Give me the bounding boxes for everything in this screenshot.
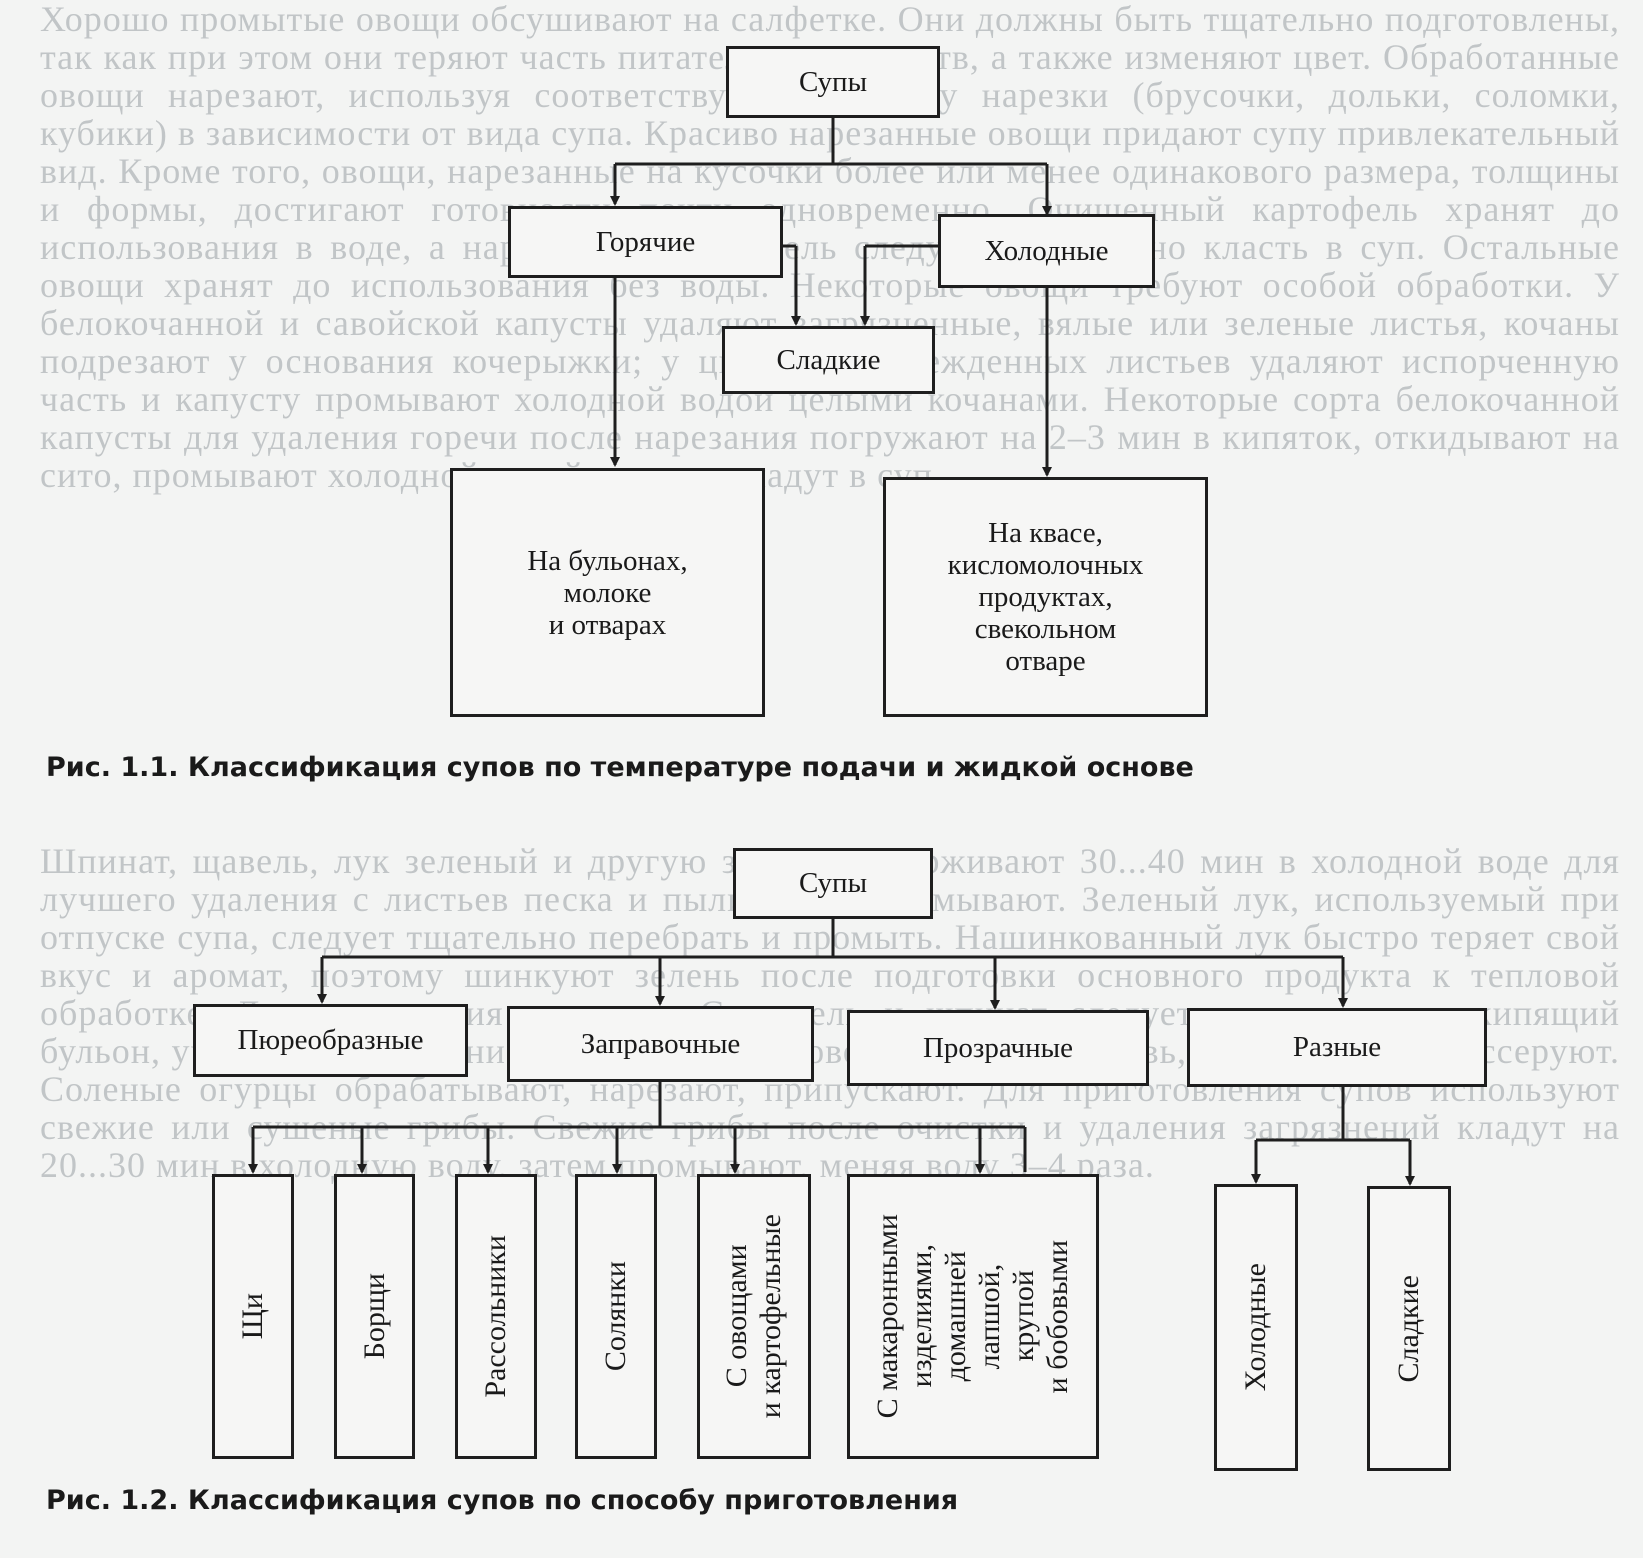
leaf-vegetable-potato-label: С овощами и картофельные bbox=[720, 1214, 787, 1419]
root-soups-box-1: Супы bbox=[726, 46, 940, 118]
leaf-pasta-noodles-grain-legumes-box: С макаронными изделиями, домашней лапшой… bbox=[847, 1174, 1099, 1459]
category-clear-label: Прозрачные bbox=[922, 1031, 1074, 1064]
figure-2-caption-number: Рис. 1.2. bbox=[46, 1485, 179, 1516]
leaf-borshchi-label: Борщи bbox=[357, 1273, 391, 1360]
sweet-soups-box: Сладкие bbox=[722, 326, 935, 394]
broth-milk-decoction-box: На бульонах, молоке и отварах bbox=[450, 468, 765, 717]
leaf-sweet-box: Сладкие bbox=[1367, 1186, 1451, 1471]
figure-2-caption: Рис. 1.2. Классификация супов по способу… bbox=[42, 1485, 963, 1516]
figure-2-caption-text: Классификация супов по способу приготовл… bbox=[187, 1485, 959, 1516]
hot-soups-label: Горячие bbox=[595, 225, 696, 258]
leaf-borshchi-box: Борщи bbox=[334, 1174, 415, 1459]
leaf-rassolniki-label: Рассольники bbox=[479, 1235, 512, 1398]
leaf-cold-box: Холодные bbox=[1214, 1184, 1298, 1471]
root-soups-label-2: Супы bbox=[798, 867, 868, 899]
kvass-dairy-beet-box: На квасе, кисломолочных продуктах, свеко… bbox=[883, 477, 1208, 717]
category-various-box: Разные bbox=[1187, 1008, 1487, 1087]
category-pureed-label: Пюреобразные bbox=[237, 1024, 424, 1056]
category-dressing-box: Заправочные bbox=[507, 1006, 814, 1082]
leaf-sweet-label: Сладкие bbox=[1392, 1274, 1425, 1383]
hot-soups-box: Горячие bbox=[508, 206, 783, 278]
leaf-solyanki-box: Солянки bbox=[575, 1174, 657, 1459]
root-soups-label-1: Супы bbox=[798, 65, 868, 98]
figure-1-caption-number: Рис. 1.1. bbox=[46, 752, 179, 783]
figure-1-caption-text: Классификация супов по температуре подач… bbox=[187, 752, 1194, 783]
broth-milk-decoction-label: На бульонах, молоке и отварах bbox=[527, 544, 688, 641]
category-clear-box: Прозрачные bbox=[847, 1010, 1149, 1086]
kvass-dairy-beet-label: На квасе, кисломолочных продуктах, свеко… bbox=[947, 517, 1144, 677]
root-soups-box-2: Супы bbox=[733, 848, 933, 919]
leaf-cold-label: Холодные bbox=[1239, 1263, 1272, 1392]
leaf-vegetable-potato-box: С овощами и картофельные bbox=[697, 1174, 811, 1459]
category-dressing-label: Заправочные bbox=[580, 1027, 741, 1060]
category-various-label: Разные bbox=[1292, 1031, 1382, 1063]
figure-1-caption: Рис. 1.1. Классификация супов по темпера… bbox=[42, 752, 1198, 783]
cold-soups-label: Холодные bbox=[984, 234, 1109, 267]
cold-soups-box: Холодные bbox=[938, 214, 1155, 288]
category-pureed-box: Пюреобразные bbox=[193, 1004, 468, 1077]
leaf-rassolniki-box: Рассольники bbox=[455, 1174, 537, 1459]
leaf-shchi-label: Щи bbox=[236, 1293, 269, 1340]
leaf-solyanki-label: Солянки bbox=[599, 1261, 632, 1372]
sweet-soups-label: Сладкие bbox=[776, 343, 881, 376]
leaf-pasta-noodles-grain-legumes-label: С макаронными изделиями, домашней лапшой… bbox=[871, 1214, 1074, 1419]
leaf-shchi-box: Щи bbox=[212, 1174, 294, 1459]
